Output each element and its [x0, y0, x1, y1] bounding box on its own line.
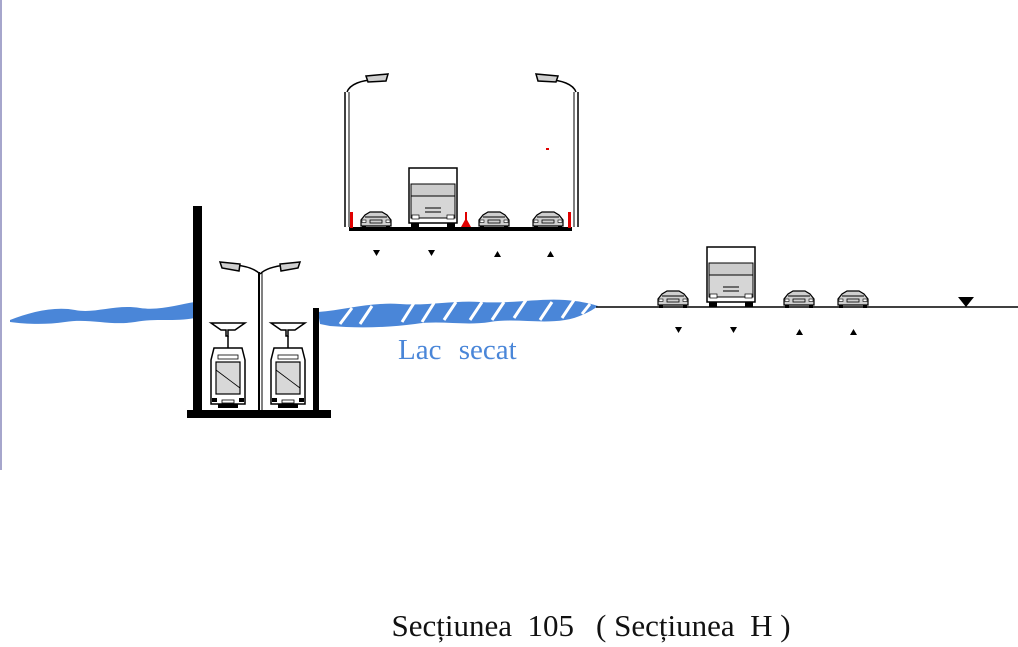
section-number: Secțiunea 105	[391, 608, 575, 643]
water-wave-marks	[338, 299, 592, 325]
triangle-up-icon	[850, 329, 857, 335]
section-title: Secțiunea 105 ( Secțiunea H )	[376, 572, 791, 644]
lake-label: Lac secat	[398, 334, 517, 366]
car-icon	[783, 290, 815, 309]
car-icon	[478, 211, 510, 230]
lane-direction-arrows-ground	[675, 327, 857, 335]
ground-road	[596, 297, 1018, 308]
tram-icon	[210, 322, 246, 409]
car-icon	[360, 211, 392, 230]
street-lamp-icon	[344, 73, 390, 227]
street-lamp-icon	[534, 73, 579, 227]
triangle-up-icon	[796, 329, 803, 335]
car-icon	[657, 290, 689, 309]
triangle-down-icon	[428, 250, 435, 256]
truck-icon	[706, 246, 756, 308]
street-lamp-icon	[218, 261, 302, 410]
triangle-up-icon	[547, 251, 554, 257]
elevated-road-deck	[349, 148, 572, 231]
water-level-icon	[958, 297, 974, 307]
water-surface-centre	[318, 299, 598, 328]
lane-direction-arrows-deck	[373, 250, 554, 257]
triangle-up-icon	[494, 251, 501, 257]
triangle-down-icon	[675, 327, 682, 333]
triangle-down-icon	[373, 250, 380, 256]
section-subtitle: ( Secțiunea H )	[596, 608, 791, 643]
triangle-down-icon	[730, 327, 737, 333]
tram-icon	[270, 322, 306, 409]
car-icon	[837, 290, 869, 309]
truck-icon	[408, 167, 458, 229]
water-surface-left	[10, 302, 195, 324]
car-icon	[532, 211, 564, 230]
tram-trench	[187, 206, 331, 418]
